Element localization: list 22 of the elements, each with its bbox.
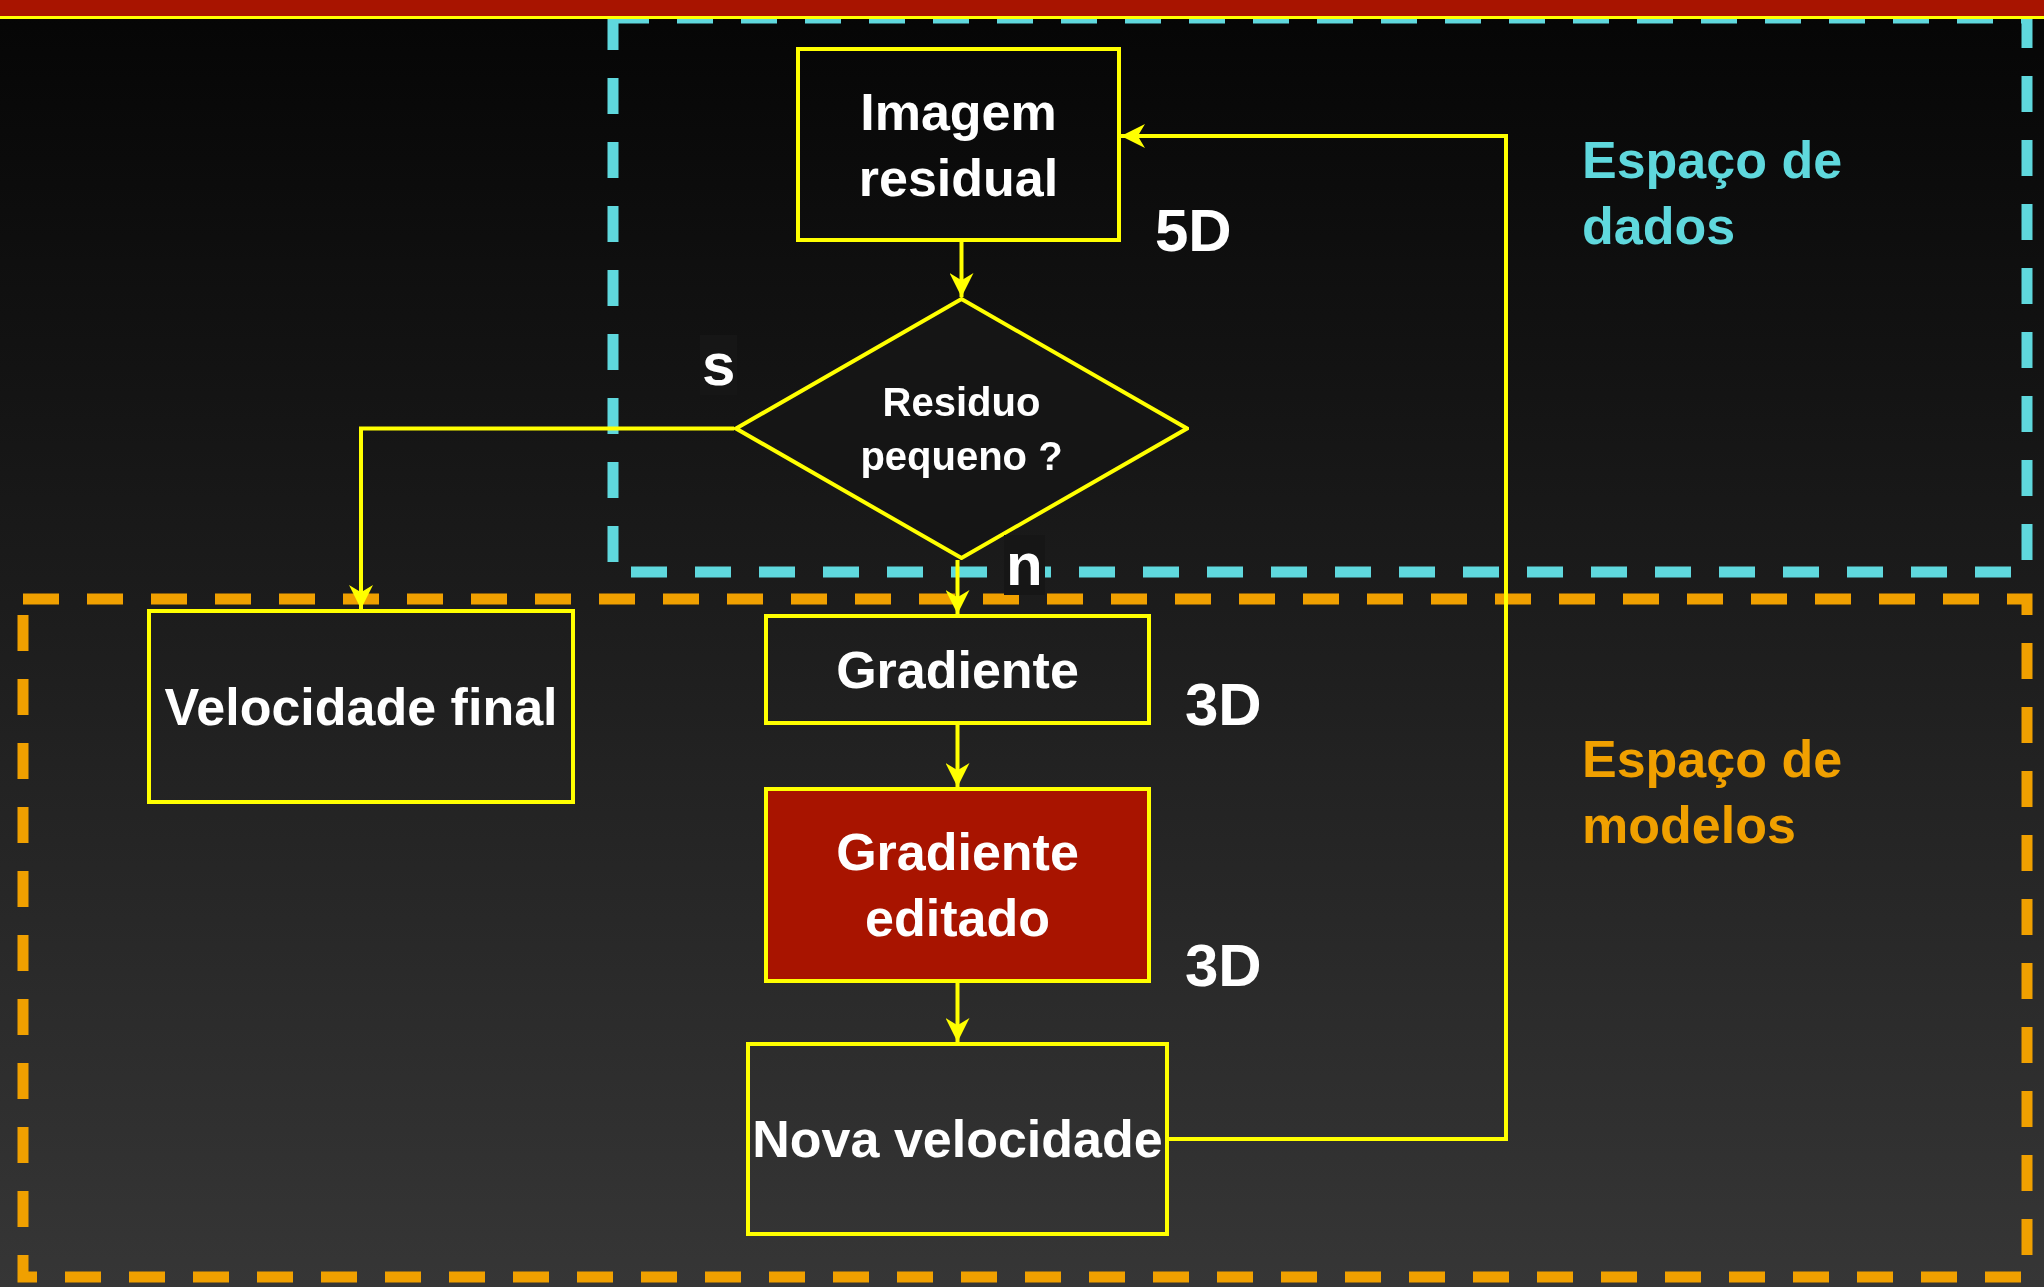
box-text: Imagem residual <box>857 81 1060 209</box>
process-box <box>147 609 575 804</box>
box-text: Nova velocidade <box>752 1109 1163 1170</box>
dashed-region <box>20 596 2030 1280</box>
arrow <box>945 725 970 787</box>
decision-text: Residuo pequeno ? <box>859 378 1064 480</box>
arrow <box>945 983 970 1042</box>
dimension-label: 5D <box>1155 196 1232 265</box>
arrow <box>945 560 970 614</box>
box-text: Velocidade final <box>164 676 558 738</box>
process-box <box>746 1042 1169 1236</box>
box-text: Gradiente editado <box>835 822 1080 949</box>
arrow <box>949 242 974 297</box>
edge-label: n <box>1004 535 1045 595</box>
title-bar <box>0 0 2044 19</box>
dimension-label: 3D <box>1185 670 1262 739</box>
region-label: Espaço de modelos <box>1582 729 1844 856</box>
arrow <box>1121 124 1508 1141</box>
box-text: Gradiente <box>836 639 1079 701</box>
dimension-label: 3D <box>1185 931 1262 1000</box>
region-label: Espaço de dados <box>1582 130 1844 257</box>
arrow <box>349 426 734 609</box>
